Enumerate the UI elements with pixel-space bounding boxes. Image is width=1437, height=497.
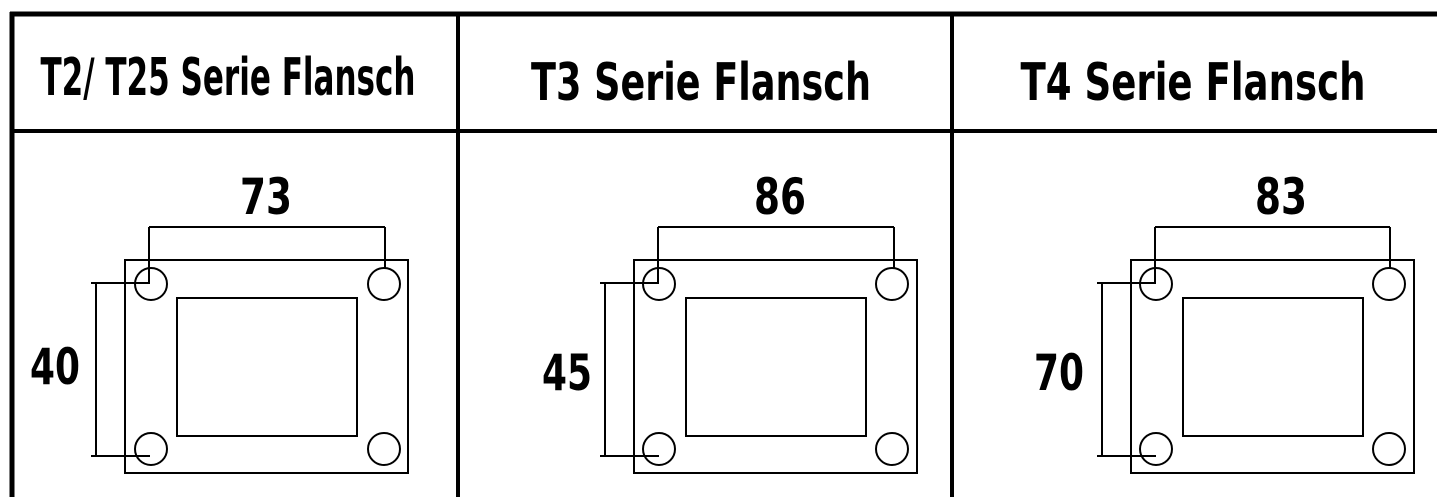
bolt-hole [875,267,909,301]
bolt-hole [1372,267,1406,301]
bolt-hole [367,432,401,466]
bolt-hole [367,267,401,301]
width-dimension-label: 73 [240,168,292,226]
bolt-hole [1372,432,1406,466]
flange-outline [124,259,409,474]
flange-opening [685,297,867,437]
column-header-t4: T4 Serie Flansch [1021,53,1366,113]
width-dimension-label: 83 [1255,168,1307,226]
bolt-hole [642,432,676,466]
height-dimension-label: 45 [542,344,592,402]
table-grid [9,11,1437,497]
flange-outline [1130,259,1415,474]
flange-opening [1182,297,1364,437]
flange-outline [633,259,918,474]
height-dimension-label: 40 [30,338,80,396]
bolt-hole [1139,432,1173,466]
width-dimension-label: 86 [754,168,806,226]
flange-drawing-t3 [600,226,918,474]
column-header-t3: T3 Serie Flansch [531,53,871,113]
bolt-hole [134,432,168,466]
height-dimension-label: 70 [1034,344,1084,402]
flange-drawing-t4 [1097,226,1415,474]
column-header-t2-t25: T2/ T25 Serie Flansch [41,48,416,108]
flange-drawing-t2-t25 [91,226,409,474]
flange-opening [176,297,358,437]
bolt-hole [875,432,909,466]
